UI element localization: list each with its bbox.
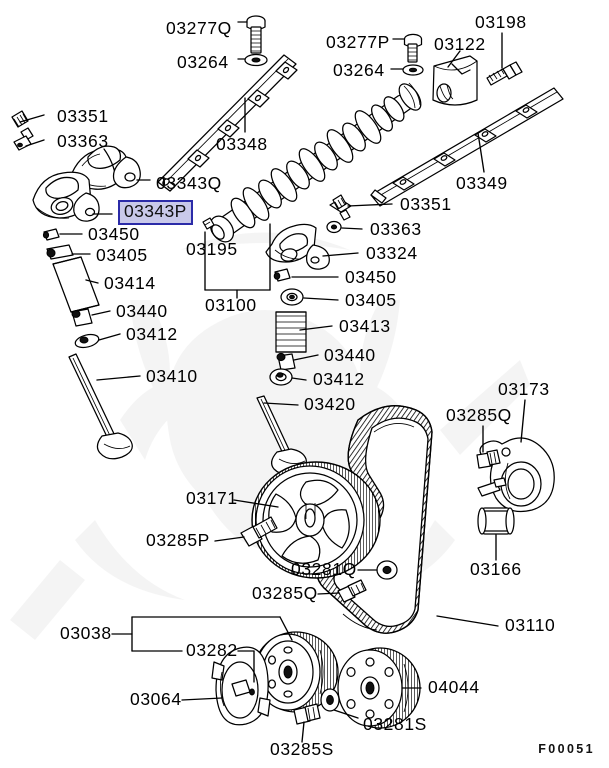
callout-03450-right[interactable]: 03450 — [345, 267, 397, 287]
part-03171-camshaft-sprocket — [251, 461, 381, 579]
callout-03277P[interactable]: 03277P — [326, 32, 390, 52]
part-03413-valve-spring-exhaust — [275, 311, 307, 353]
part-03412-cotter-right — [269, 368, 293, 386]
callout-03282[interactable]: 03282 — [186, 640, 238, 660]
part-03420-exhaust-valve — [256, 395, 307, 476]
part-03195-dowel-pin — [202, 217, 215, 230]
part-03281S-washer — [320, 688, 340, 712]
part-03173-tensioner-arm — [477, 437, 555, 513]
part-03281Q-washer — [376, 560, 398, 580]
part-03198-bolt — [486, 61, 523, 86]
part-03405-spring-seat-right — [280, 288, 304, 306]
callout-03413[interactable]: 03413 — [339, 316, 391, 336]
callout-03343P-highlighted[interactable]: 03343P — [118, 200, 193, 225]
part-03264-washer-upper — [244, 53, 268, 67]
callout-03405-right[interactable]: 03405 — [345, 290, 397, 310]
callout-03351-right[interactable]: 03351 — [400, 194, 452, 214]
callout-03351-left[interactable]: 03351 — [57, 106, 109, 126]
callout-03122[interactable]: 03122 — [434, 34, 486, 54]
callout-03363-right[interactable]: 03363 — [370, 219, 422, 239]
part-03440-retainer-left — [71, 308, 93, 327]
part-03264-washer-right — [402, 64, 424, 76]
callout-03363-left[interactable]: 03363 — [57, 131, 109, 151]
part-03412-cotter-left — [74, 333, 100, 349]
part-04044-oil-pump-sprocket — [337, 647, 421, 729]
part-03414-valve-spring-intake — [52, 256, 100, 313]
callout-03173[interactable]: 03173 — [498, 379, 550, 399]
callout-03450-left[interactable]: 03450 — [88, 224, 140, 244]
part-03285Q-bolt-lower — [337, 579, 367, 603]
part-03363-lock-nut-right — [326, 220, 342, 234]
part-03100-camshaft — [202, 82, 422, 243]
callout-03343Q[interactable]: 03343Q — [156, 173, 222, 193]
part-03277Q-bolt — [246, 15, 266, 54]
part-03277P-bolt — [403, 33, 423, 63]
callout-03195[interactable]: 03195 — [186, 239, 238, 259]
callout-03285Q-upper[interactable]: 03285Q — [446, 405, 512, 425]
part-03410-intake-valve — [68, 353, 133, 460]
callout-03038[interactable]: 03038 — [60, 623, 112, 643]
part-03440-retainer-right — [276, 352, 296, 371]
callout-03281S[interactable]: 03281S — [363, 714, 427, 734]
part-03285Q-bolt-upper — [476, 449, 501, 469]
part-03282-crankshaft-sprocket — [253, 631, 339, 713]
part-03351-adjust-screw-right — [332, 194, 351, 221]
part-03405-spring-seat-left — [46, 244, 74, 260]
callout-03348[interactable]: 03348 — [216, 134, 268, 154]
callout-03110[interactable]: 03110 — [505, 615, 556, 635]
callout-03420[interactable]: 03420 — [304, 394, 356, 414]
callout-03285S[interactable]: 03285S — [270, 739, 334, 759]
callout-03064[interactable]: 03064 — [130, 689, 182, 709]
callout-03440-left[interactable]: 03440 — [116, 301, 168, 321]
callout-03285P[interactable]: 03285P — [146, 530, 210, 550]
part-03450-stem-seal-right — [273, 268, 291, 282]
part-03324-rocker-arm — [265, 223, 330, 270]
part-03450-stem-seal-left — [42, 228, 60, 241]
part-03166-tensioner-spring — [477, 507, 515, 535]
callout-03440-right[interactable]: 03440 — [324, 345, 376, 365]
part-03351-adjust-screw-left — [11, 110, 34, 141]
callout-03349[interactable]: 03349 — [456, 173, 508, 193]
callout-03324[interactable]: 03324 — [366, 243, 418, 263]
diagram-footer-code: F00051 — [538, 742, 595, 756]
callout-03171[interactable]: 03171 — [186, 488, 238, 508]
callout-03414[interactable]: 03414 — [104, 273, 156, 293]
callout-03166[interactable]: 03166 — [470, 559, 522, 579]
part-03122-bearing-cap — [432, 55, 478, 106]
callout-03264-right[interactable]: 03264 — [333, 60, 385, 80]
callout-03198[interactable]: 03198 — [475, 12, 527, 32]
part-03343P-rocker-arm — [32, 171, 100, 222]
part-03285P-bolt — [240, 516, 278, 547]
callout-03285Q-lower[interactable]: 03285Q — [252, 583, 318, 603]
callout-03281Q[interactable]: 03281Q — [291, 559, 357, 579]
callout-03412-right[interactable]: 03412 — [313, 369, 365, 389]
callout-04044[interactable]: 04044 — [428, 677, 480, 697]
callout-03264-upper[interactable]: 03264 — [177, 52, 229, 72]
part-03348-rocker-shaft — [157, 54, 298, 192]
callout-03412-left[interactable]: 03412 — [126, 324, 178, 344]
part-03064-sensor-plate — [211, 646, 271, 726]
callout-03410[interactable]: 03410 — [146, 366, 198, 386]
callout-03277Q[interactable]: 03277Q — [166, 18, 232, 38]
callout-03100[interactable]: 03100 — [205, 295, 257, 315]
leader-lines — [19, 21, 526, 743]
part-03285S-bolt — [293, 703, 321, 725]
callout-03405-left[interactable]: 03405 — [96, 245, 148, 265]
